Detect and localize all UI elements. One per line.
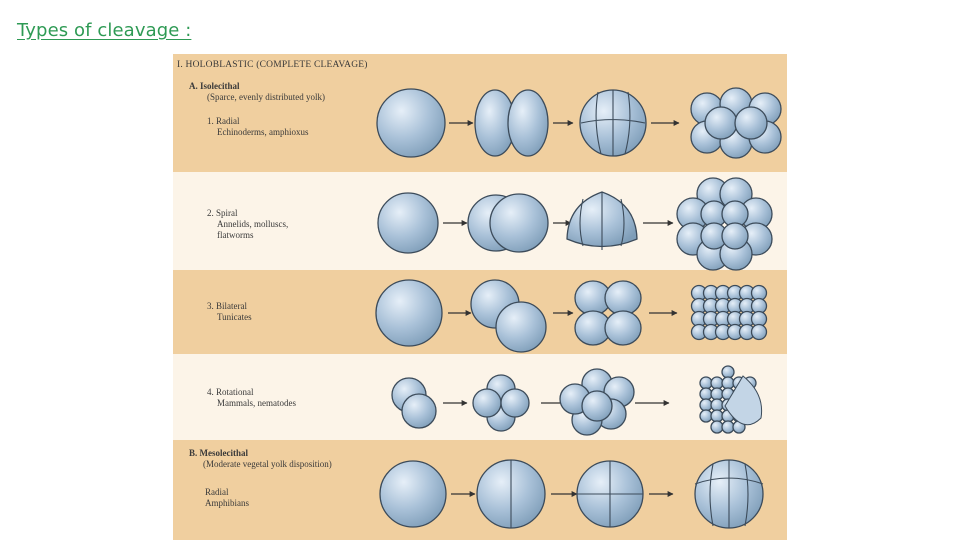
embryo-cell-icon	[700, 377, 712, 389]
embryo-cell-icon	[490, 194, 548, 252]
embryo-cell-icon	[700, 410, 712, 422]
embryo-cell-icon	[711, 388, 723, 400]
embryo-cell-icon	[752, 325, 767, 340]
embryo-cell-icon	[705, 107, 737, 139]
embryo-cell-icon	[711, 399, 723, 411]
embryo-cell-icon	[508, 90, 548, 156]
embryo-cell-icon	[711, 377, 723, 389]
embryo-cell-icon	[722, 421, 734, 433]
embryo-cell-icon	[605, 311, 641, 345]
embryo-cell-icon	[711, 421, 723, 433]
embryo-cell-icon	[378, 193, 438, 253]
embryo-cell-icon	[496, 302, 546, 352]
embryo-cell-icon	[402, 394, 436, 428]
embryo-cell-icon	[722, 366, 734, 378]
embryo-cell-icon	[722, 377, 734, 389]
slide-title: Types of cleavage :	[17, 20, 191, 41]
cleavage-figure: I. HOLOBLASTIC (COMPLETE CLEAVAGE) A. Is…	[173, 54, 787, 540]
embryo-cell-icon	[377, 89, 445, 157]
embryo-cell-icon	[722, 223, 748, 249]
embryo-cell-icon	[473, 389, 501, 417]
embryo-cell-icon	[735, 107, 767, 139]
embryo-cell-icon	[380, 461, 446, 527]
embryo-cell-icon	[376, 280, 442, 346]
embryo-cell-icon	[700, 399, 712, 411]
embryo-cell-icon	[501, 389, 529, 417]
embryo-cell-icon	[711, 410, 723, 422]
embryo-cell-icon	[700, 388, 712, 400]
embryo-drawings	[173, 54, 787, 540]
embryo-cell-icon	[605, 281, 641, 315]
embryo-cell-icon	[582, 391, 612, 421]
